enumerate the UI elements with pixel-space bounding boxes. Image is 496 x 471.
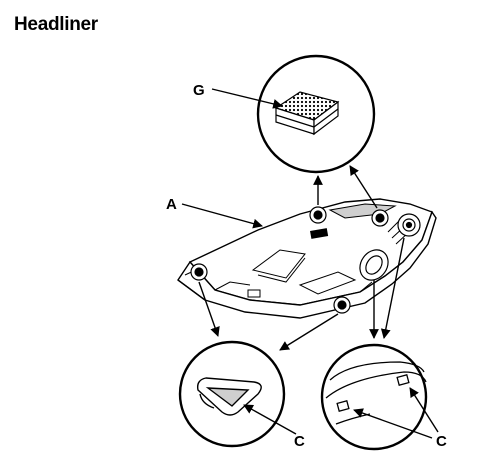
clip-g-illustration bbox=[274, 91, 340, 136]
arrow-c-right-1 bbox=[409, 387, 439, 433]
arrow-g bbox=[211, 88, 283, 109]
arrow-to-detail-c-right-2 bbox=[380, 237, 405, 339]
arrow-c-right-2 bbox=[353, 408, 433, 439]
detail-circle-clip-g bbox=[256, 54, 376, 174]
grab-handle-mount-right bbox=[397, 213, 421, 237]
arrow-to-detail-c-left-1 bbox=[198, 281, 220, 337]
grab-handle-mount-center bbox=[359, 249, 389, 281]
detail-circle-clip-c-left bbox=[178, 340, 286, 448]
callout-g: G bbox=[193, 82, 205, 99]
arrow-c-left bbox=[243, 404, 297, 435]
arrow-to-detail-g-2 bbox=[349, 165, 378, 209]
callout-c-left: C bbox=[294, 433, 305, 450]
headliner-panel bbox=[177, 198, 437, 319]
clip-rear-left bbox=[309, 206, 327, 224]
detail-circle-clip-c-right bbox=[320, 343, 428, 451]
clip-c-triangle bbox=[196, 377, 262, 416]
clip-front-right bbox=[333, 296, 351, 314]
clip-front-left bbox=[190, 263, 208, 281]
leader-arrows bbox=[181, 88, 439, 439]
arrow-to-detail-c-left-2 bbox=[279, 313, 339, 351]
arrow-a bbox=[181, 203, 263, 229]
page-title: Headliner bbox=[14, 14, 98, 35]
callout-c-right: C bbox=[436, 433, 447, 450]
callout-a: A bbox=[166, 196, 177, 213]
clip-rear-right bbox=[371, 209, 389, 227]
clip-locations bbox=[190, 206, 421, 314]
